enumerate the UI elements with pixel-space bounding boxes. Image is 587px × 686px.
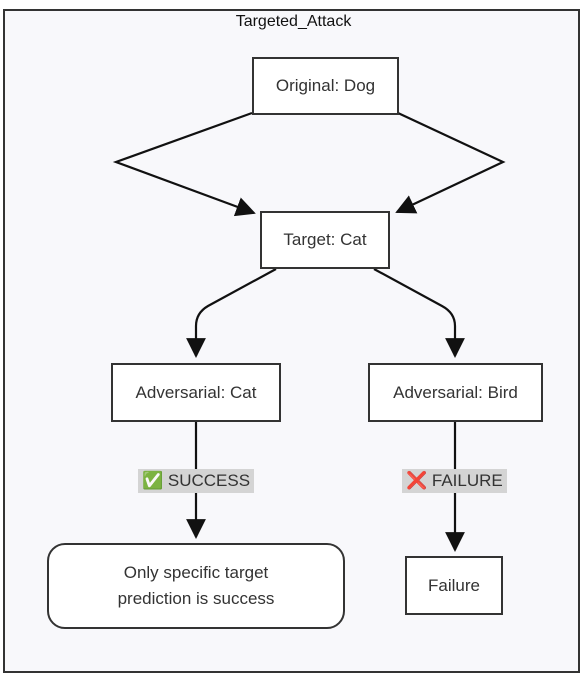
edge-target-to-adv-cat bbox=[186, 268, 277, 358]
edge-label-failure: ❌ FAILURE bbox=[402, 469, 507, 493]
node-failure-outcome: Failure bbox=[405, 556, 503, 615]
node-original-dog: Original: Dog bbox=[252, 57, 399, 115]
edge-target-to-adv-bird bbox=[373, 268, 465, 358]
node-adversarial-cat: Adversarial: Cat bbox=[111, 363, 281, 422]
edge-original-to-target-left bbox=[112, 111, 256, 217]
node-target-cat: Target: Cat bbox=[260, 211, 390, 269]
node-success-outcome: Only specific target prediction is succe… bbox=[47, 543, 345, 629]
edge-original-to-target-right bbox=[395, 112, 506, 214]
frame-title: Targeted_Attack bbox=[235, 13, 352, 30]
node-adversarial-bird: Adversarial: Bird bbox=[368, 363, 543, 422]
edge-label-success: ✅ SUCCESS bbox=[138, 469, 255, 493]
